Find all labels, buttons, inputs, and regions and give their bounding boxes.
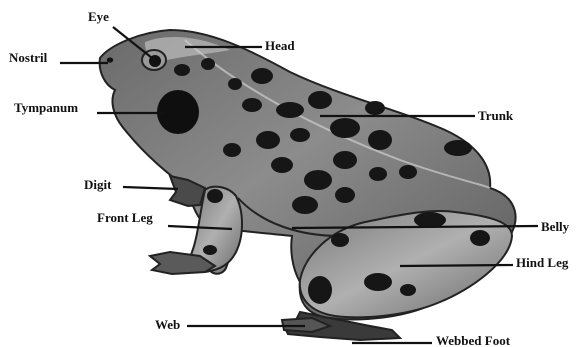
label-webbed-foot: Webbed Foot [436,333,511,347]
label-trunk: Trunk [478,108,514,123]
label-tympanum: Tympanum [14,100,78,115]
label-nostril: Nostril [9,50,48,65]
label-eye: Eye [88,9,109,24]
label-web: Web [155,317,180,332]
digit-leader-line [123,187,178,189]
label-belly: Belly [541,219,570,234]
label-head: Head [265,38,295,53]
label-front-leg: Front Leg [97,210,153,225]
hind-leg-leader-line [400,265,513,266]
label-hind-leg: Hind Leg [516,255,569,270]
frog-illustration [100,30,516,340]
nostril-shape [107,57,113,62]
label-digit: Digit [84,177,112,192]
